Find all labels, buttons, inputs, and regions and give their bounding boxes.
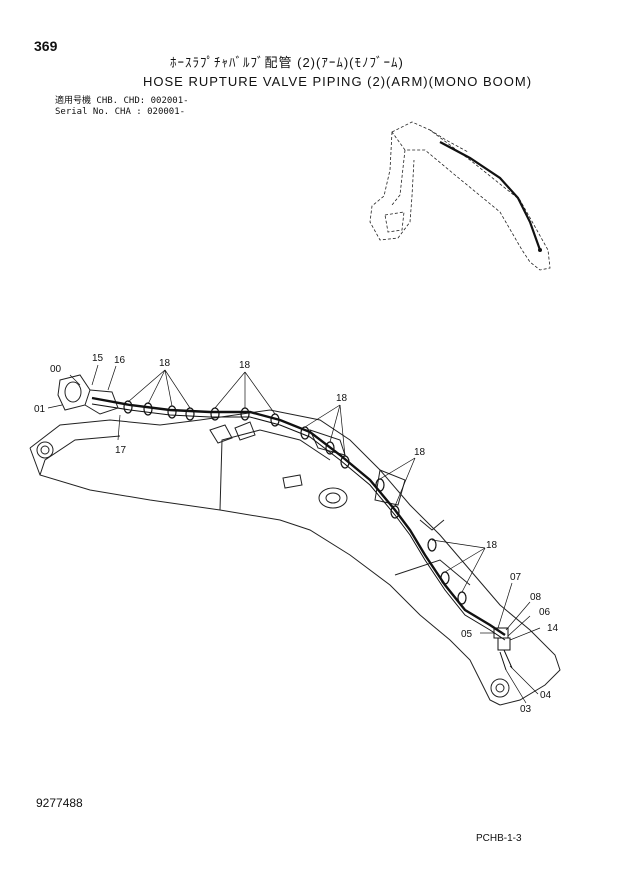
callout-18-e: 18 [486, 540, 498, 551]
page-number: 369 [34, 38, 58, 54]
callout-08: 08 [530, 592, 542, 603]
serial-line-2: Serial No. CHA : 020001- [55, 107, 186, 117]
overview-excavator-sketch [369, 121, 551, 271]
page-reference: PCHB-1-3 [476, 833, 522, 844]
callout-00: 00 [50, 364, 62, 375]
callout-05: 05 [461, 629, 473, 640]
title-english: HOSE RUPTURE VALVE PIPING (2)(ARM)(MONO … [143, 74, 533, 89]
leader-lines [47, 364, 541, 704]
callout-18-b: 18 [239, 360, 251, 371]
serial-line-1: 適用号機 CHB. CHD: 002001- [55, 96, 189, 106]
callout-15: 15 [92, 353, 104, 364]
title-japanese: ﾎｰｽﾗﾌﾟﾁｬﾊﾞﾙﾌﾞ配管 (2)(ｱｰﾑ)(ﾓﾉﾌﾞｰﾑ) [170, 55, 404, 70]
callout-18-c: 18 [336, 393, 348, 404]
callout-18-a: 18 [159, 358, 171, 369]
callout-07: 07 [510, 572, 522, 583]
callout-14: 14 [547, 623, 559, 634]
arm-outline [29, 374, 561, 706]
overview-hose-route [439, 141, 542, 251]
document-number: 9277488 [36, 796, 83, 810]
callout-06: 06 [539, 607, 551, 618]
callout-17: 17 [115, 445, 127, 456]
callout-03: 03 [520, 704, 532, 715]
overview-hose-end [538, 248, 542, 252]
hose-route [91, 396, 506, 636]
callout-01: 01 [34, 404, 46, 415]
callout-04: 04 [540, 690, 552, 701]
hose-route-secondary [91, 403, 506, 641]
callout-16: 16 [114, 355, 126, 366]
callout-18-d: 18 [414, 447, 426, 458]
